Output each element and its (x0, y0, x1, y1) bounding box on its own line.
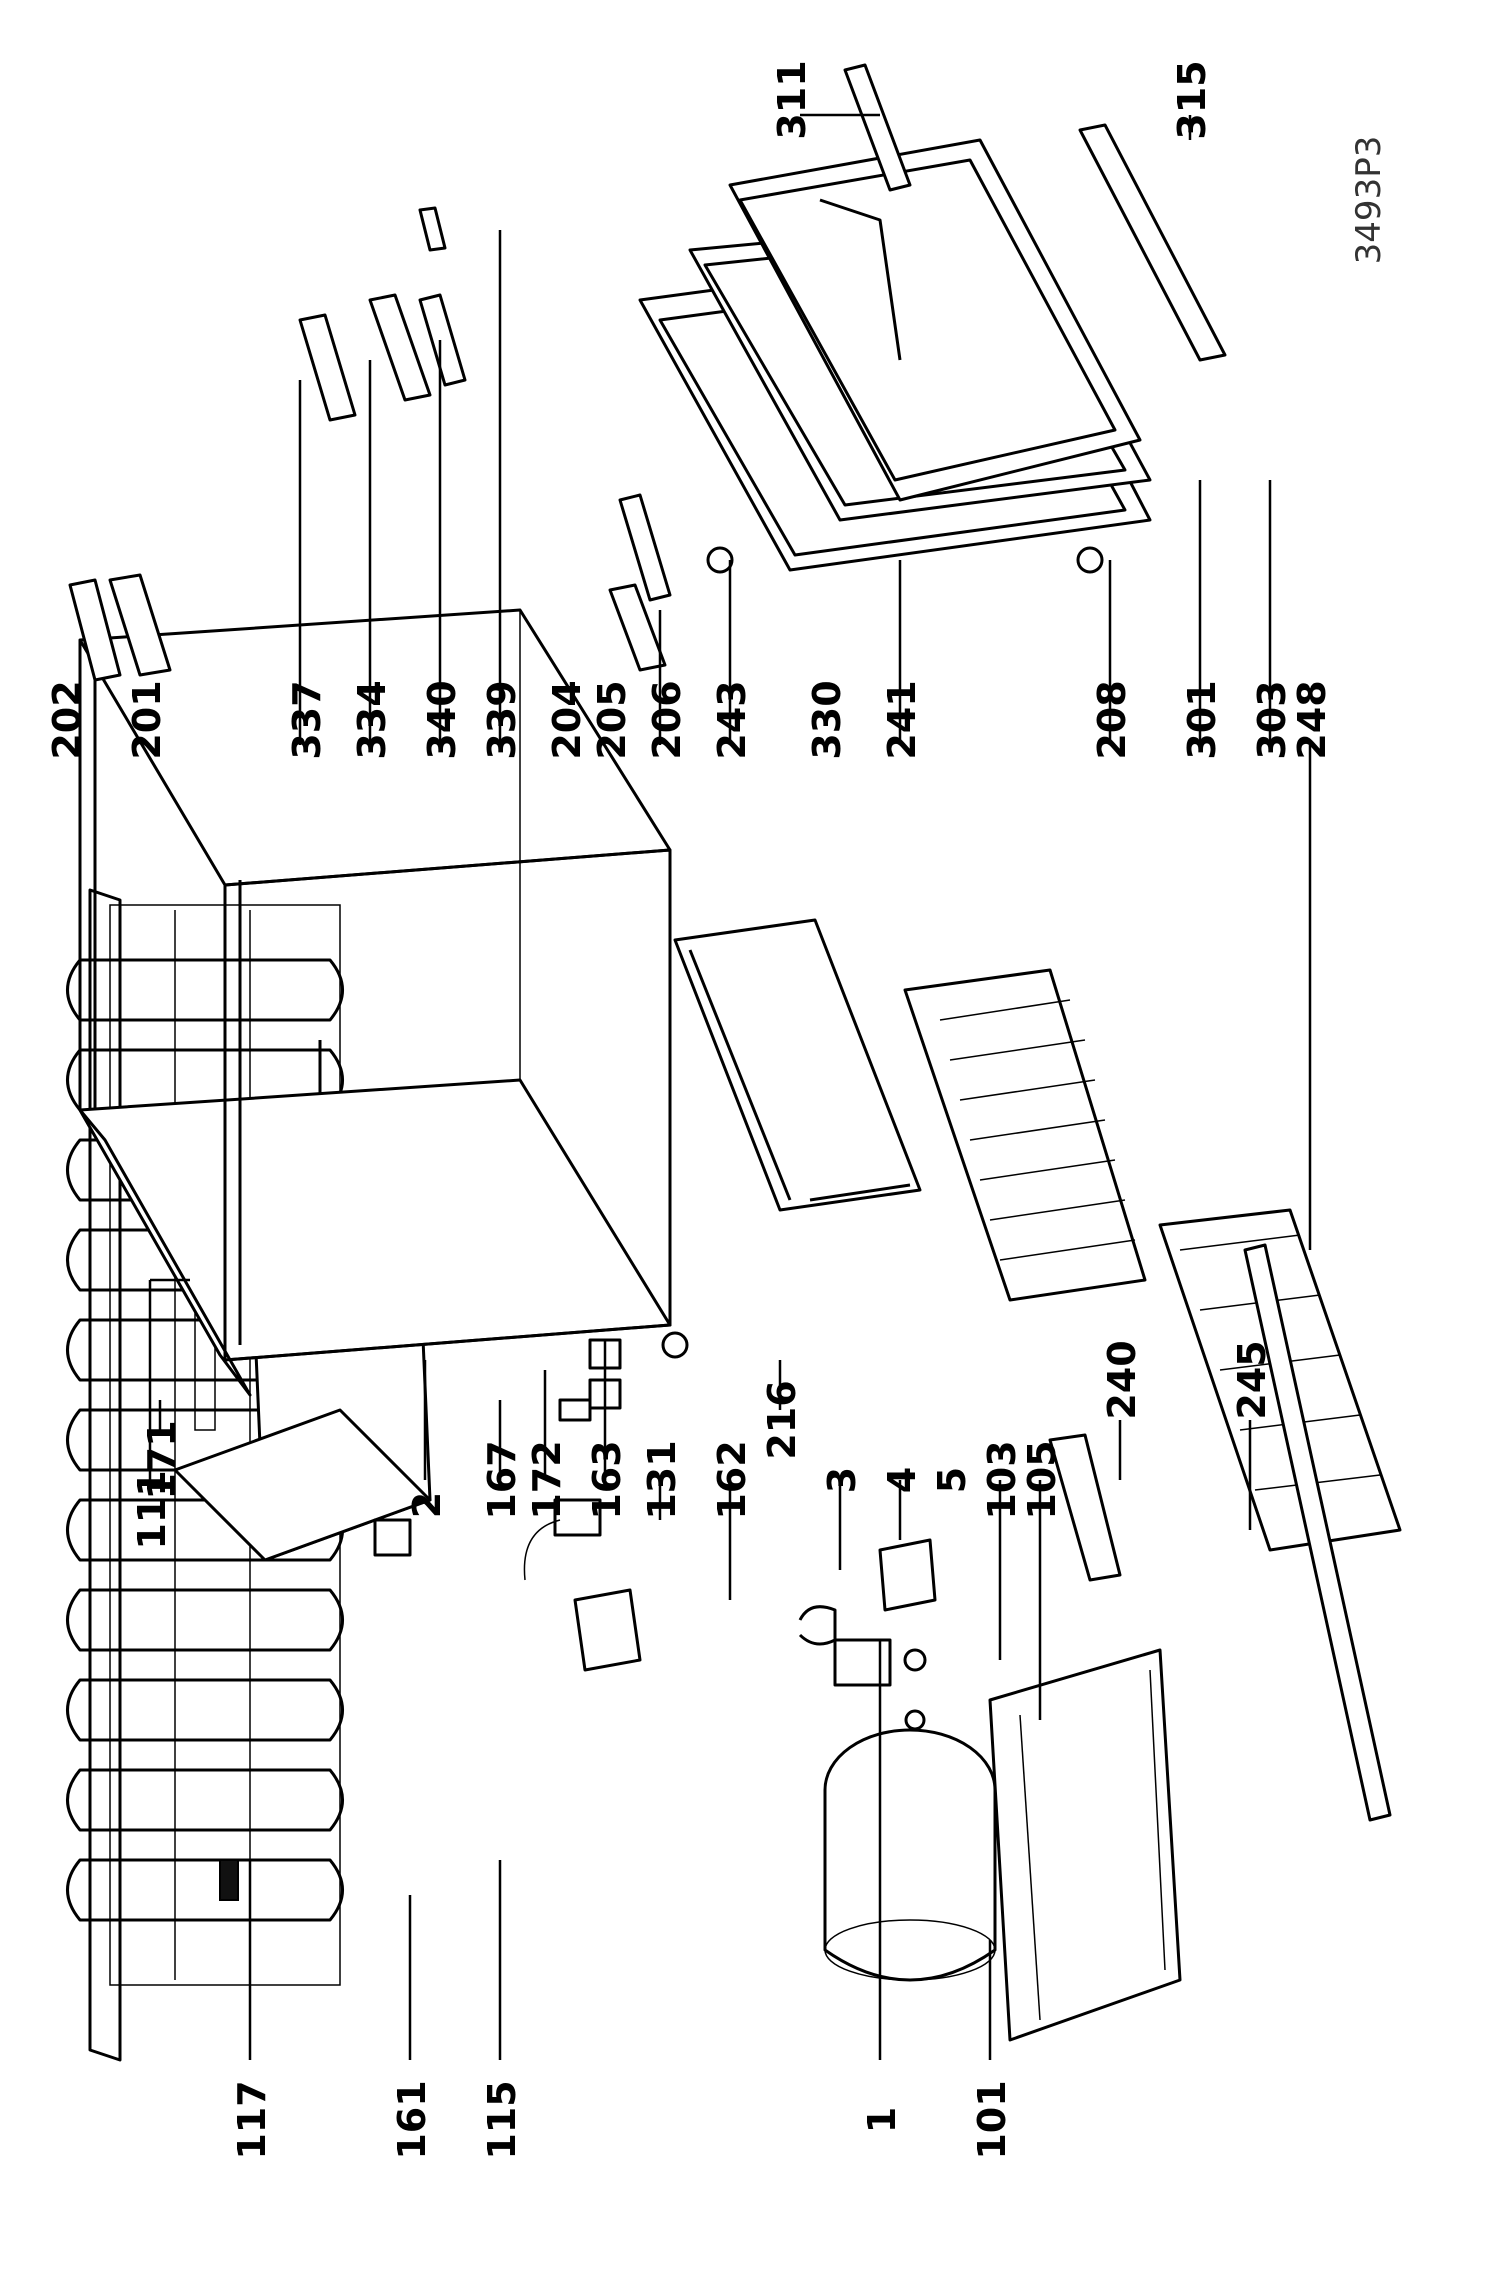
label-105: 105 (1020, 1440, 1064, 1519)
label-315: 315 (1170, 60, 1214, 139)
label-208: 208 (1090, 680, 1134, 759)
cabinet-part (78, 608, 689, 1397)
label-103: 103 (980, 1440, 1024, 1519)
label-163: 163 (585, 1440, 629, 1519)
label-4: 4 (880, 1467, 924, 1493)
label-241: 241 (880, 680, 924, 759)
label-131: 131 (640, 1440, 684, 1519)
label-162: 162 (710, 1440, 754, 1519)
label-161: 161 (390, 2080, 434, 2159)
label-117: 117 (230, 2080, 274, 2159)
label-3: 3 (820, 1467, 864, 1493)
label-311: 311 (770, 60, 814, 139)
label-2: 2 (405, 1492, 449, 1518)
label-303: 303 (1250, 680, 1294, 759)
label-205: 205 (590, 680, 634, 759)
label-330: 330 (805, 680, 849, 759)
label-301: 301 (1180, 680, 1224, 759)
label-340: 340 (420, 680, 464, 759)
hinge-parts (68, 206, 1104, 682)
part-labels: 117 161 115 1 101 111 171 2 167 172 163 … (45, 60, 1334, 2159)
label-206: 206 (645, 680, 689, 759)
label-167: 167 (480, 1440, 524, 1519)
label-204: 204 (545, 680, 589, 759)
label-101: 101 (970, 2080, 1014, 2159)
shelf-parts (673, 918, 1402, 1822)
label-171: 171 (140, 1420, 184, 1499)
label-337: 337 (285, 680, 329, 759)
label-172: 172 (525, 1440, 569, 1519)
label-339: 339 (480, 680, 524, 759)
label-245: 245 (1230, 1340, 1274, 1419)
label-111: 111 (130, 1470, 174, 1549)
compressor-part (798, 1538, 1182, 2042)
lid-part (638, 63, 1227, 572)
label-201: 201 (125, 680, 169, 759)
thermostat-part (373, 1338, 642, 1672)
label-202: 202 (45, 680, 89, 759)
label-216: 216 (760, 1380, 804, 1459)
label-243: 243 (710, 680, 754, 759)
label-1: 1 (860, 2107, 904, 2133)
label-248: 248 (1290, 680, 1334, 759)
label-5: 5 (930, 1467, 974, 1493)
label-115: 115 (480, 2080, 524, 2159)
label-334: 334 (350, 680, 394, 759)
drawing-reference: 3493P3 (1349, 136, 1389, 265)
label-240: 240 (1100, 1340, 1144, 1419)
leader-lines (148, 113, 1312, 2060)
